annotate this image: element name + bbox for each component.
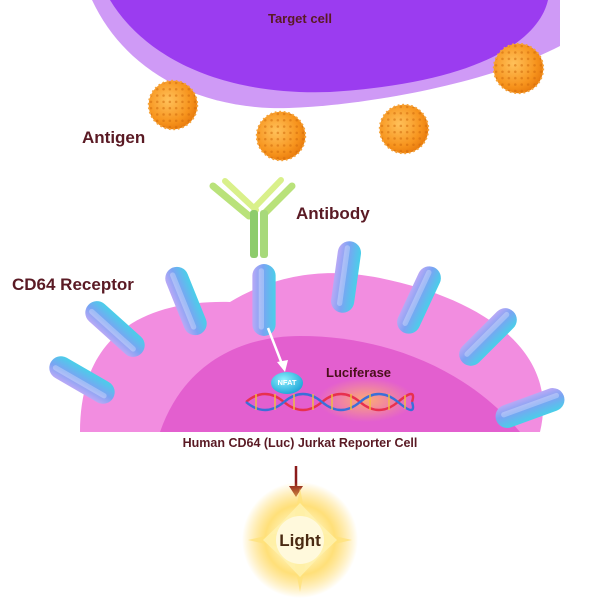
double-helix-icon <box>245 392 415 412</box>
starburst-icon <box>242 482 358 598</box>
reporter-cell-label: Human CD64 (Luc) Jurkat Reporter Cell <box>182 436 418 450</box>
antigen-icon <box>492 42 545 95</box>
antigen-label: Antigen <box>82 128 146 147</box>
target-cell <box>92 0 560 109</box>
nfat-ellipse-icon <box>271 372 303 394</box>
capsule-receptor-icon <box>252 264 276 336</box>
y-shaped-antibody-icon <box>209 177 296 258</box>
target-cell-label: Target cell <box>267 11 333 26</box>
light-label: Light <box>279 531 321 550</box>
antigen-icon <box>147 79 199 131</box>
cd64-receptor-label: CD64 Receptor <box>12 275 134 294</box>
luciferase-label: Luciferase <box>326 365 392 380</box>
antigen-icon <box>378 103 430 155</box>
signal-arrow-inner <box>266 327 288 372</box>
antigen-icon <box>255 110 307 162</box>
antibody-label: Antibody <box>296 204 370 223</box>
nfat-label: NFAT <box>277 378 297 387</box>
